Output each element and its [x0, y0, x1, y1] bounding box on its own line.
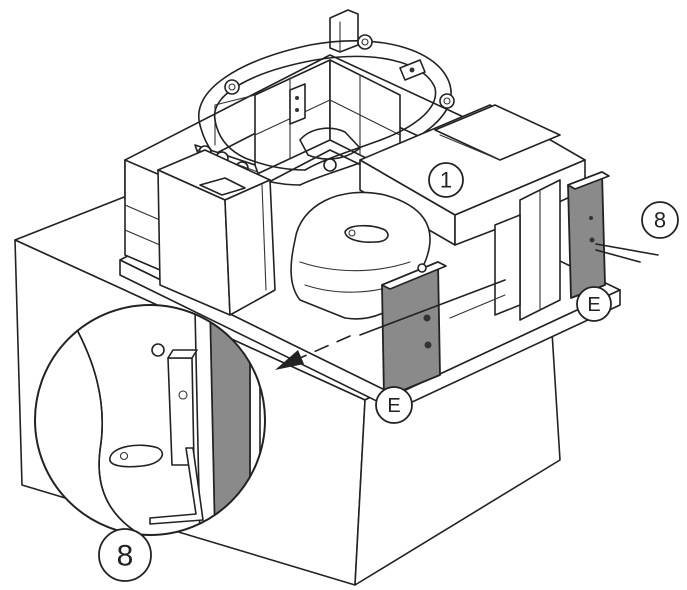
screw-lines — [359, 243, 659, 336]
callout-screw-8-zoom-label: 8 — [117, 540, 134, 573]
left-box-side — [224, 179, 276, 316]
frame-left-wall — [124, 159, 161, 271]
compartments — [214, 59, 401, 176]
bracket-plate — [289, 83, 306, 125]
callout-screw-8-zoom: 8 — [98, 528, 152, 582]
plate-e-right-panel — [567, 171, 606, 299]
side-plate-right — [567, 171, 610, 299]
left-box-component — [157, 149, 276, 316]
dashed-arrow-icon — [275, 335, 351, 370]
housing-slot — [344, 224, 389, 243]
zoom-detail — [59, 305, 265, 535]
callout-screw-8-right: 8 — [641, 201, 679, 239]
callout-part-1: 1 — [428, 162, 464, 198]
callout-plate-e-left-label: E — [387, 395, 400, 417]
callout-part-1-label: 1 — [440, 168, 452, 193]
callout-plate-e-left: E — [375, 386, 413, 424]
allen-key-icon — [149, 447, 204, 525]
callout-plate-e-right-label: E — [587, 294, 600, 316]
tube-inner — [213, 55, 437, 171]
callout-screw-8-right-label: 8 — [654, 208, 666, 233]
callout-plate-e-right: E — [576, 286, 612, 322]
arrow-head — [275, 350, 304, 370]
frame-post — [329, 9, 359, 53]
part-1-block — [359, 104, 586, 321]
side-plate-left — [381, 261, 447, 399]
zoom-circle-icon — [34, 304, 266, 536]
zoom-slot — [109, 444, 164, 468]
